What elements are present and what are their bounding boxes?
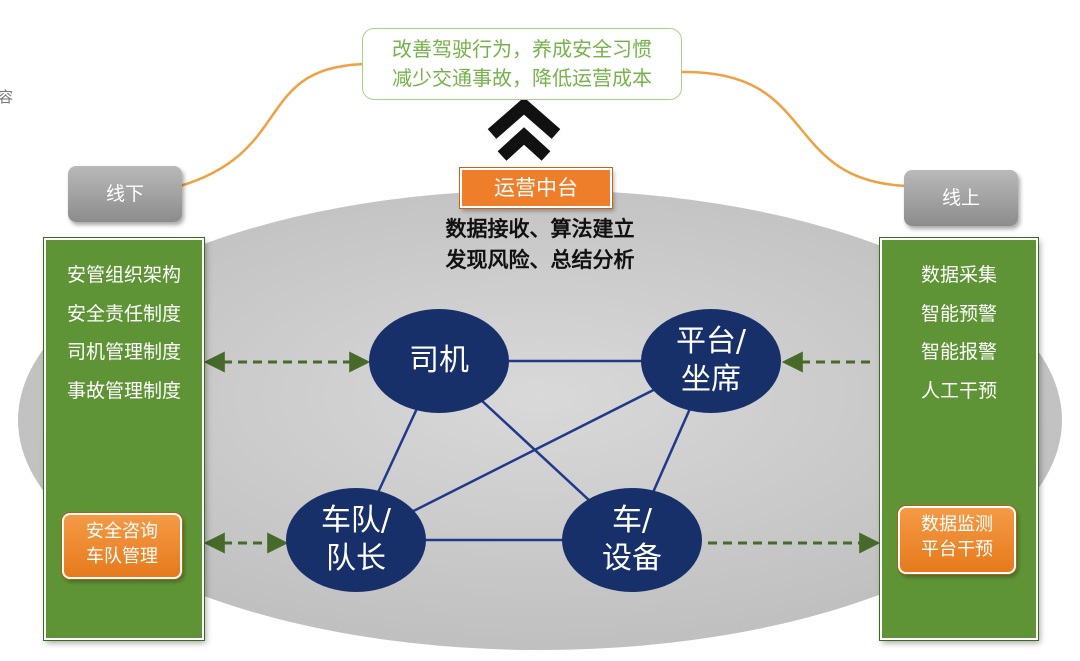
node-group xyxy=(286,309,781,592)
online-panel: 数据采集 智能预警 智能报警 人工干预 xyxy=(880,238,1038,640)
node-fleet-label-line: 车队/ xyxy=(320,503,392,538)
goal-box: 改善驾驶行为，养成安全习惯 减少交通事故，降低运营成本 xyxy=(362,28,682,100)
offline-item: 安管组织架构 xyxy=(66,264,181,286)
node-platform-shape xyxy=(641,309,781,413)
node-platform xyxy=(641,309,781,413)
goal-line-2: 减少交通事故，降低运营成本 xyxy=(392,66,652,90)
offline-item: 安全责任制度 xyxy=(66,302,181,325)
offline-callout-line-1: 安全咨询 xyxy=(86,521,158,542)
offline-item: 事故管理制度 xyxy=(66,379,181,402)
node-fleet-label-line: 队长 xyxy=(326,541,386,576)
node-vehicle-label-line: 车/ xyxy=(611,503,653,538)
online-item: 人工干预 xyxy=(920,379,997,402)
offline-callout-line-2: 车队管理 xyxy=(86,546,158,567)
online-item: 智能报警 xyxy=(920,341,997,363)
node-driver xyxy=(369,309,509,413)
node-fleet-label: 车队/队长 xyxy=(296,502,416,578)
online-item: 数据采集 xyxy=(920,264,997,286)
node-driver-label-line: 司机 xyxy=(409,343,469,378)
double-chevron-up-icon xyxy=(487,97,561,161)
offline-callout: 安全咨询 车队管理 xyxy=(62,513,182,579)
online-callout: 数据监测 平台干预 xyxy=(898,506,1016,574)
link-platform-fleet xyxy=(355,359,712,542)
offline-panel: 安管组织架构 安全责任制度 司机管理制度 事故管理制度 xyxy=(44,238,204,640)
ops-center-tag: 运营中台 xyxy=(460,168,612,208)
online-callout-line-1: 数据监测 xyxy=(921,514,993,535)
online-curve xyxy=(681,70,907,188)
node-vehicle-shape xyxy=(562,488,702,592)
center-desc-line-2: 发现风险、总结分析 xyxy=(445,248,635,272)
offline-item-list: 安管组织架构 安全责任制度 司机管理制度 事故管理制度 xyxy=(46,256,202,410)
offline-curve xyxy=(179,62,381,188)
offline-item: 司机管理制度 xyxy=(66,341,181,363)
online-callout-line-2: 平台干预 xyxy=(921,539,993,560)
node-driver-label: 司机 xyxy=(379,342,499,380)
node-fleet-shape xyxy=(286,488,426,592)
online-tag: 线上 xyxy=(904,170,1018,226)
goal-line-1: 改善驾驶行为，养成安全习惯 xyxy=(392,37,652,61)
edge-clipped-text: 容 xyxy=(0,88,14,106)
online-item-list: 数据采集 智能预警 智能报警 人工干预 xyxy=(882,256,1036,410)
offline-tag: 线下 xyxy=(68,166,182,222)
center-desc-line-1: 数据接收、算法建立 xyxy=(445,217,635,241)
ops-center-description: 数据接收、算法建立 发现风险、总结分析 xyxy=(380,214,700,276)
node-vehicle-label: 车/设备 xyxy=(572,502,692,578)
node-fleet xyxy=(286,488,426,592)
node-platform-label-line: 平台/ xyxy=(675,324,747,359)
node-vehicle-label-line: 设备 xyxy=(602,541,662,576)
node-vehicle xyxy=(562,488,702,592)
online-item: 智能预警 xyxy=(920,302,997,325)
node-platform-label-line: 坐席 xyxy=(681,362,741,397)
node-driver-shape xyxy=(369,309,509,413)
node-platform-label: 平台/坐席 xyxy=(651,323,771,399)
